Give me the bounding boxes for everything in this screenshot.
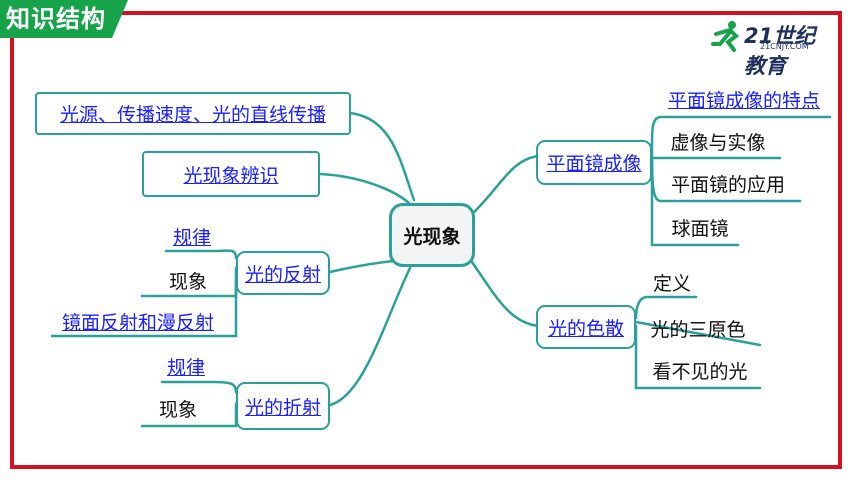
logo-url: 21CNJY.COM [760,42,809,51]
node-reflection-law[interactable]: 规律 [172,226,211,249]
node-refraction[interactable]: 光的折射 [236,382,330,430]
runner-icon [711,21,740,52]
node-dispersion[interactable]: 光的色散 [536,305,636,349]
connector-refraction [328,266,412,407]
connector-dispersion [470,260,540,328]
node-refraction-phenomenon: 现象 [158,398,197,421]
node-reflection-types[interactable]: 镜面反射和漫反射 [61,311,214,334]
title-tab [0,0,128,38]
node-virtual-real: 虚像与实像 [670,131,766,154]
node-invisible-light: 看不见的光 [652,360,748,383]
node-plane-mirror-features[interactable]: 平面镜成像的特点 [667,89,820,112]
logo-brand: 21世纪教育 [744,24,816,78]
slide-title: 知识结构 [6,5,106,33]
node-identify-box: 光现象辨识 [142,151,320,197]
node-spherical-mirror: 球面镜 [671,217,729,240]
node-propagation[interactable]: 光源、传播速度、光的直线传播 [35,92,351,135]
bracket-plane-mirror [650,115,832,148]
connector-propagation [348,111,416,202]
connector-plane-mirror [470,154,540,216]
brand-logo: 21世纪教育 21CNJY.COM [708,18,834,78]
node-reflection[interactable]: 光的反射 [236,251,330,295]
node-plane-mirror[interactable]: 平面镜成像 [536,140,652,185]
bracket-reflection [164,249,238,260]
node-reflection-phenomenon: 现象 [168,270,207,293]
mindmap-center: 光现象 [389,203,475,267]
node-refraction-law[interactable]: 规律 [166,356,205,379]
node-plane-mirror-application: 平面镜的应用 [670,173,785,196]
bracket-refraction [160,380,238,394]
connector-identify [318,172,412,206]
node-dispersion-definition: 定义 [652,272,691,295]
slide-frame [10,11,842,469]
node-identify[interactable]: 光现象辨识 [183,164,279,187]
bracket-dispersion [634,295,698,320]
node-primary-colors: 光的三原色 [650,318,746,341]
